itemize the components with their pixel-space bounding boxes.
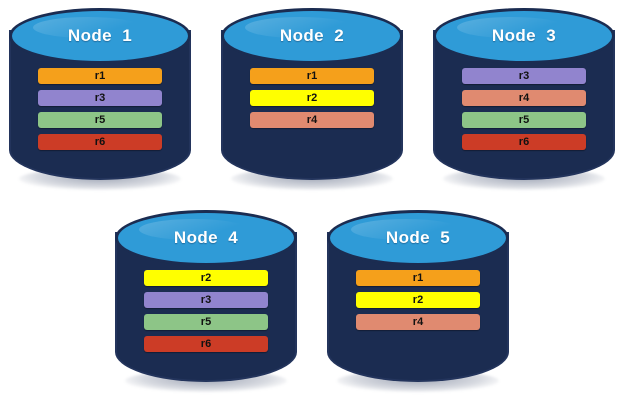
replica-bar-r5[interactable]: r5 <box>38 112 162 128</box>
replica-bar-r1[interactable]: r1 <box>250 68 374 84</box>
replica-list: r1 r2 r4 <box>250 68 374 128</box>
replica-bar-r1[interactable]: r1 <box>38 68 162 84</box>
replica-bar-r1[interactable]: r1 <box>356 270 480 286</box>
replica-bar-r5[interactable]: r5 <box>144 314 268 330</box>
replica-bar-r6[interactable]: r6 <box>144 336 268 352</box>
cylinder-top <box>221 8 403 64</box>
replica-bar-r5[interactable]: r5 <box>462 112 586 128</box>
replica-list: r1 r2 r4 <box>356 270 480 330</box>
replica-list: r1 r3 r5 r6 <box>38 68 162 150</box>
replica-bar-r2[interactable]: r2 <box>144 270 268 286</box>
replica-bar-r3[interactable]: r3 <box>144 292 268 308</box>
cylinder-top <box>327 210 509 266</box>
replica-bar-r2[interactable]: r2 <box>356 292 480 308</box>
replica-bar-r3[interactable]: r3 <box>38 90 162 106</box>
replica-bar-r4[interactable]: r4 <box>356 314 480 330</box>
replica-bar-r6[interactable]: r6 <box>462 134 586 150</box>
replica-bar-r4[interactable]: r4 <box>462 90 586 106</box>
cylinder-top <box>9 8 191 64</box>
cylinder-top <box>433 8 615 64</box>
replica-list: r2 r3 r5 r6 <box>144 270 268 352</box>
cylinder-top <box>115 210 297 266</box>
replica-bar-r2[interactable]: r2 <box>250 90 374 106</box>
replica-bar-r3[interactable]: r3 <box>462 68 586 84</box>
replica-list: r3 r4 r5 r6 <box>462 68 586 150</box>
replica-bar-r4[interactable]: r4 <box>250 112 374 128</box>
replica-bar-r6[interactable]: r6 <box>38 134 162 150</box>
